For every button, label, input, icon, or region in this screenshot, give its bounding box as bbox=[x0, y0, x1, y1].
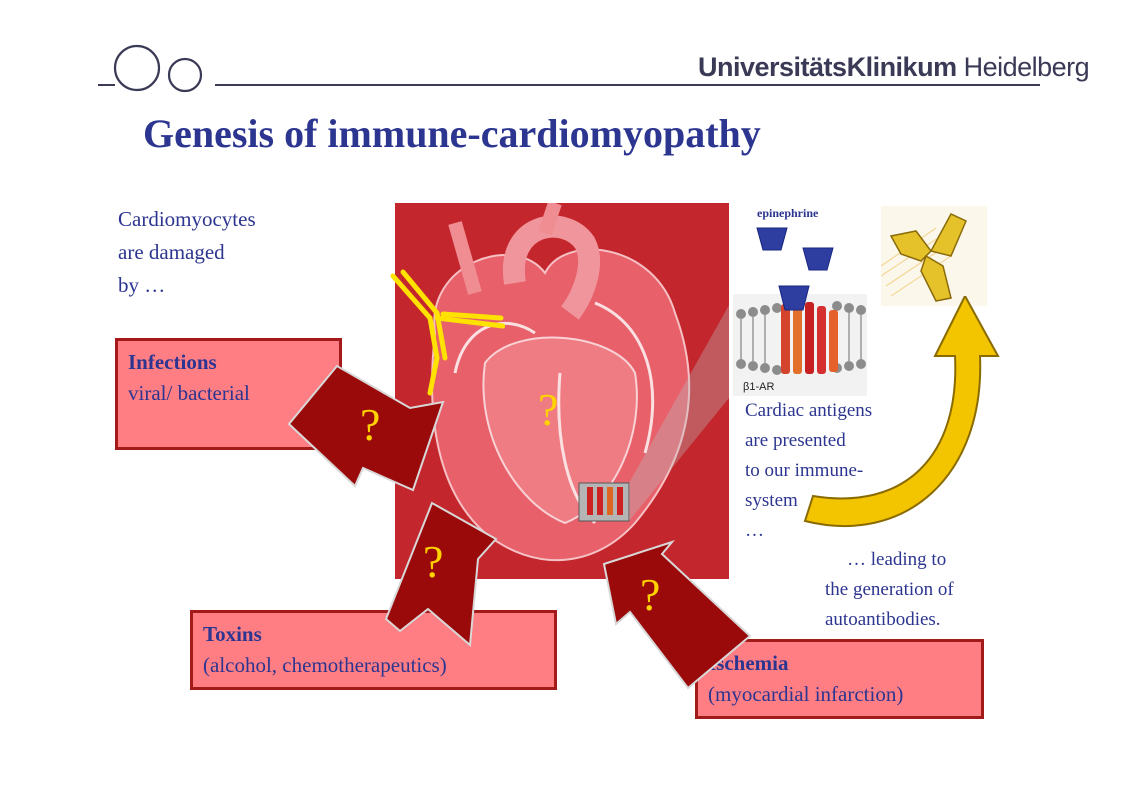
ischemia-question-mark: ? bbox=[640, 569, 661, 620]
infections-detail: viral/ bacterial bbox=[128, 381, 250, 405]
brand-name: UniversitätsKlinikum Heidelberg bbox=[698, 52, 1090, 82]
antibody-on-heart-icon bbox=[390, 269, 505, 396]
autoantibody-text: … leading to the generation of autoantib… bbox=[825, 549, 954, 630]
heart-question-mark: ? bbox=[538, 384, 559, 435]
receptor-label: β1-AR bbox=[743, 381, 774, 393]
toxin-arrow-icon bbox=[384, 501, 498, 648]
epinephrine-label: epinephrine bbox=[757, 206, 819, 220]
toxins-heading: Toxins bbox=[203, 622, 262, 646]
infection-arrow-icon bbox=[287, 364, 445, 492]
ischemia-detail: (myocardial infarction) bbox=[708, 682, 904, 706]
toxins-box: Toxins (alcohol, chemotherapeutics) bbox=[190, 610, 557, 690]
receptor-membrane-image: β1-AR bbox=[733, 294, 867, 396]
infections-heading: Infections bbox=[128, 350, 217, 374]
epinephrine-molecules-icon bbox=[756, 227, 834, 311]
clinic-logo-icon bbox=[98, 44, 203, 93]
infection-question-mark: ? bbox=[360, 399, 381, 450]
autoantibody-image bbox=[881, 206, 987, 306]
toxins-detail: (alcohol, chemotherapeutics) bbox=[203, 653, 447, 677]
intro-text: Cardiomyocytes are damaged by … bbox=[118, 207, 256, 297]
autoantibody-curved-arrow bbox=[803, 296, 1000, 527]
page-title: Genesis of immune-cardiomyopathy bbox=[143, 111, 761, 156]
toxin-question-mark: ? bbox=[423, 536, 444, 587]
ischemia-box: Ischemia (myocardial infarction) bbox=[695, 639, 984, 719]
header-rule bbox=[215, 84, 1040, 86]
ischemia-arrow-icon bbox=[602, 540, 752, 690]
antigen-presentation-text: Cardiac antigens are presented to our im… bbox=[745, 400, 873, 541]
